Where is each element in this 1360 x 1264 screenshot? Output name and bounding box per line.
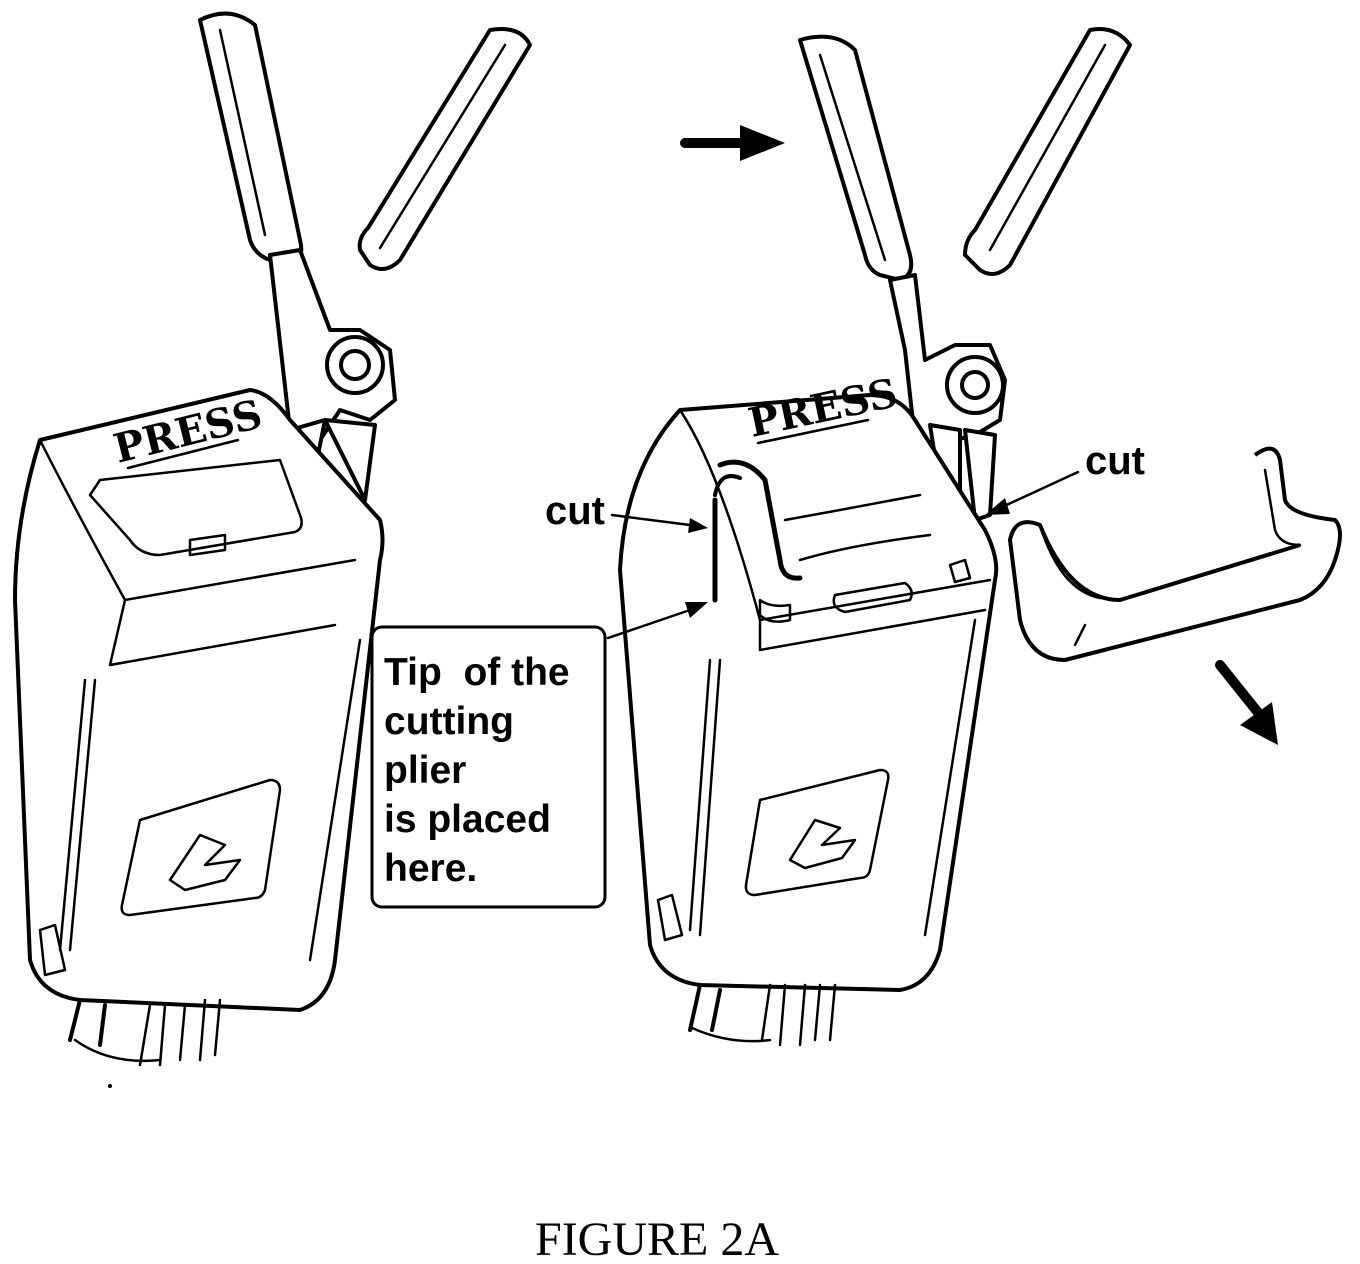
left-webbing — [68, 998, 222, 1067]
right-webbing — [688, 983, 837, 1047]
callout-line-3: plier — [384, 749, 466, 792]
left-buckle-body: PRESS — [13, 388, 385, 1012]
cut-label-right: cut — [1085, 439, 1145, 483]
cut-annotation-left: cut — [545, 489, 708, 533]
left-cutting-plier — [198, 11, 532, 502]
cut-label-left: cut — [545, 489, 605, 533]
figure-caption: FIGURE 2A — [535, 1213, 779, 1264]
right-buckle-body: PRESS — [618, 369, 999, 992]
right-cutting-plier — [798, 27, 1132, 522]
right-assembly: PRESS cut — [370, 27, 1342, 1047]
speck-mark — [108, 1084, 112, 1088]
callout-line-2: cutting — [384, 700, 514, 743]
callout-line-4: is placed — [384, 798, 551, 841]
removed-cover-piece — [1008, 446, 1342, 662]
callout-line-5: here. — [384, 847, 477, 890]
right-pointing-arrow-icon — [680, 125, 785, 161]
callout-box: Tip of the cutting plier is placed here. — [370, 602, 708, 909]
diagonal-down-arrow-icon — [1215, 660, 1278, 745]
left-assembly: PRESS — [13, 11, 532, 1067]
callout-line-1: Tip of the — [384, 651, 570, 694]
cut-annotation-right: cut — [985, 439, 1145, 515]
